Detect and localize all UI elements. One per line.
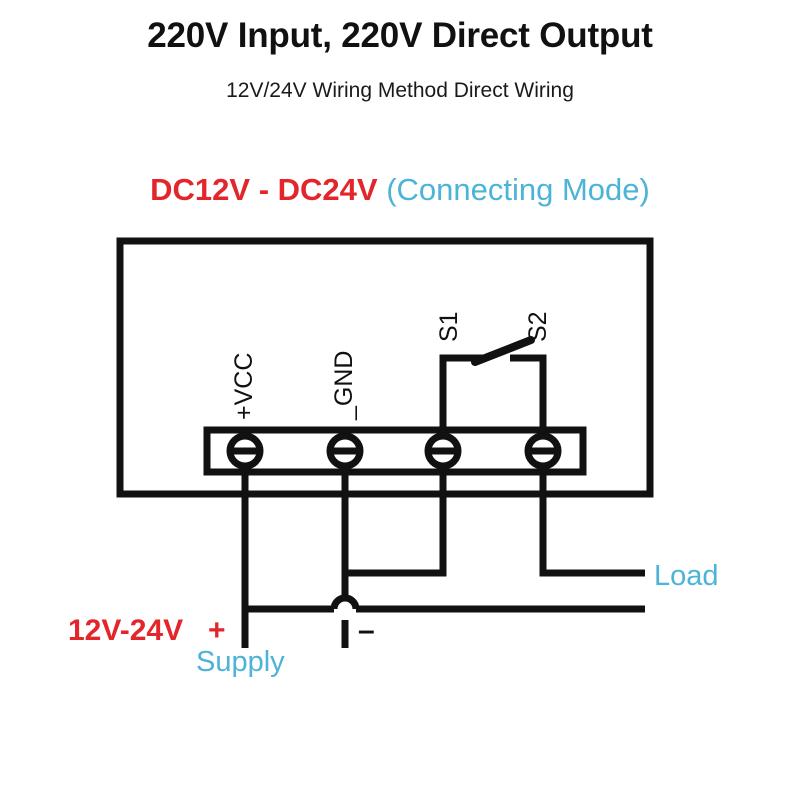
load-label: Load [654, 560, 719, 592]
supply-label: Supply [196, 646, 285, 678]
s2-load-wire [539, 466, 645, 577]
switch-label-s2: S2 [524, 311, 552, 342]
connecting-mode-label: (Connecting Mode) [386, 172, 650, 207]
terminal-screw[interactable] [326, 432, 364, 470]
connection-mode-heading: DC12V - DC24V (Connecting Mode) [0, 172, 800, 208]
switch-label-s1: S1 [435, 311, 463, 342]
wire-hop-arc [330, 594, 360, 610]
supply-voltage-label: 12V-24V [68, 614, 183, 647]
voltage-range-label: DC12V - DC24V [150, 172, 378, 207]
switch-left-leg [439, 354, 484, 451]
terminal-screw[interactable] [424, 432, 462, 470]
terminal-label-vcc: +VCC [230, 353, 258, 420]
terminal-screw[interactable] [524, 432, 562, 470]
page-subtitle: 12V/24V Wiring Method Direct Wiring [226, 79, 574, 102]
supply-polarity-plus: + [208, 614, 226, 647]
terminal-screw[interactable] [226, 432, 264, 470]
supply-polarity-minus: – [358, 614, 375, 647]
switch-right-leg [510, 354, 547, 451]
s1-wire [345, 466, 447, 577]
switch-blade [471, 336, 535, 366]
terminal-label-gnd: _GND [330, 351, 358, 421]
terminal-block-housing [203, 426, 587, 476]
page-title: 220V Input, 220V Direct Output [147, 16, 653, 55]
